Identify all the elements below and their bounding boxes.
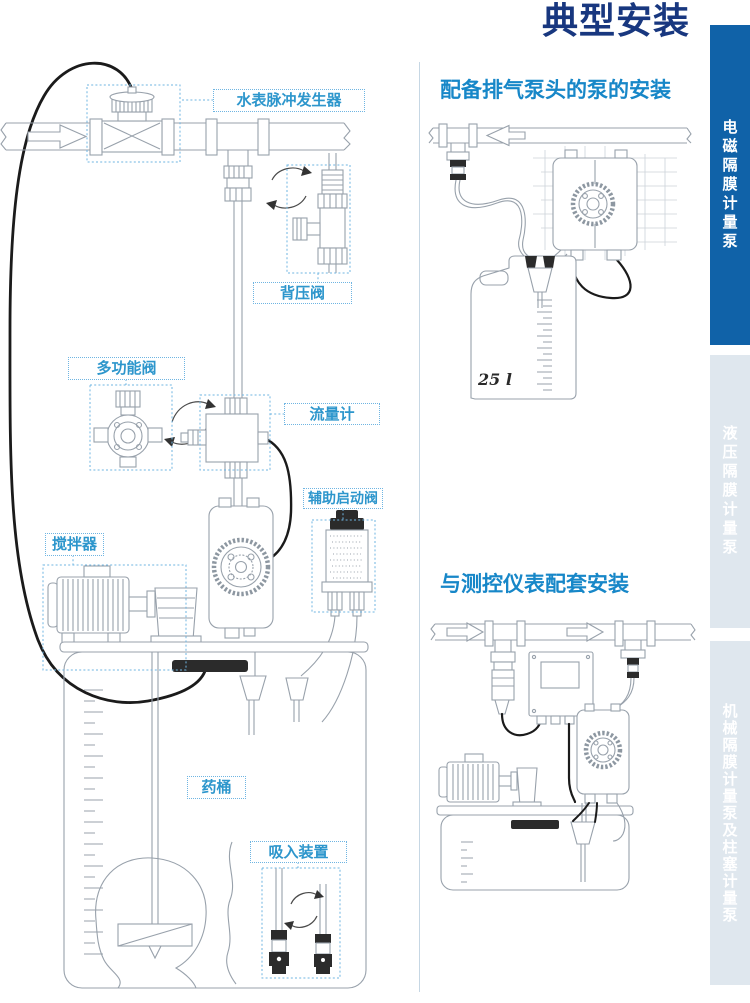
label-multi-function-valve: 多功能阀 (68, 357, 185, 380)
tee-injection-fitting (223, 150, 253, 398)
degassing-pump-diagram (428, 123, 692, 400)
flow-direction-arrow (27, 124, 88, 149)
flow-direction-arrow (485, 124, 526, 147)
multi-function-valve (93, 390, 163, 468)
flow-meter-assembly (180, 397, 269, 508)
pulse-cable (8, 61, 293, 704)
section-heading-degassing-install: 配备排气泵头的泵的安装 (440, 78, 671, 102)
label-flow-meter: 流量计 (284, 403, 380, 425)
dosing-tubes (239, 615, 358, 735)
sensor-probe (491, 661, 543, 737)
process-pipe (428, 123, 692, 161)
label-agitator: 搅拌器 (45, 533, 104, 556)
rotation-arrows-icon (266, 166, 312, 210)
flow-direction-arrow (566, 622, 605, 642)
left-installation-diagram (0, 61, 376, 989)
instrument-pump-diagram (430, 620, 696, 891)
water-meter (101, 86, 163, 153)
injection-valve (450, 160, 466, 180)
chemical-tank (436, 802, 634, 891)
jerry-can-25l (470, 255, 577, 400)
sidebar-tab-hydraulic-diaphragm-pump[interactable]: 液压隔膜计量泵 (710, 355, 750, 628)
sidebar-tab-solenoid-diaphragm-pump[interactable]: 电磁隔膜计量泵 (710, 25, 750, 345)
cable-conduit (172, 660, 248, 672)
metering-pump (208, 497, 274, 639)
component-callout-boxes (42, 84, 376, 979)
rotation-arrows-icon (284, 890, 324, 930)
auxiliary-start-valve (321, 510, 373, 617)
label-suction-device: 吸入装置 (250, 841, 347, 863)
page-title: 典型安装 (541, 1, 690, 42)
main-pipe (0, 118, 351, 156)
agitator-motor (47, 565, 202, 648)
label-water-meter-pulser: 水表脉冲发生器 (213, 89, 365, 112)
controller-box (528, 651, 594, 804)
tank-capacity-label: 25 l (478, 370, 512, 389)
label-chemical-tank: 药桶 (187, 776, 246, 799)
agitator-motor (438, 753, 542, 809)
chemical-tank (59, 641, 369, 989)
label-back-pressure-valve: 背压阀 (253, 282, 352, 304)
section-heading-instrument-install: 与测控仪表配套安装 (440, 572, 629, 596)
metering-pump (576, 703, 630, 804)
back-pressure-valve (292, 153, 348, 273)
label-auxiliary-start-valve: 辅助启动阀 (303, 488, 383, 509)
metering-pump (552, 149, 638, 261)
sidebar-tab-mechanical-plunger-pump[interactable]: 机械隔膜计量泵及柱塞计量泵 (710, 641, 750, 985)
flow-direction-arrow (446, 622, 485, 642)
column-divider (419, 62, 420, 992)
suction-lances (269, 868, 332, 974)
